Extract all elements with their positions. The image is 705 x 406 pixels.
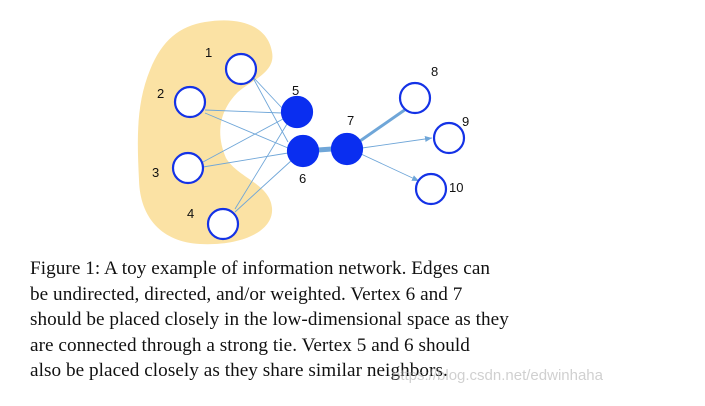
label-3: 3 bbox=[152, 165, 159, 180]
caption-line: Figure 1: A toy example of information n… bbox=[30, 258, 491, 279]
node-4 bbox=[206, 207, 240, 241]
node-2 bbox=[173, 85, 207, 119]
edge-4-6 bbox=[234, 159, 293, 213]
nodes bbox=[171, 52, 466, 241]
node-7 bbox=[330, 132, 364, 166]
edges-right bbox=[359, 107, 433, 182]
node-8 bbox=[398, 81, 432, 115]
label-4: 4 bbox=[187, 206, 194, 221]
edge-4-5 bbox=[234, 123, 288, 210]
edge-7-10 bbox=[360, 153, 420, 182]
edge-2-6 bbox=[204, 112, 289, 149]
caption-line: are connected through a strong tie. Vert… bbox=[30, 334, 470, 356]
label-9: 9 bbox=[462, 114, 469, 129]
label-1: 1 bbox=[205, 45, 212, 60]
edge-3-5 bbox=[202, 118, 284, 163]
node-3 bbox=[171, 151, 205, 185]
edge-1-6 bbox=[251, 75, 289, 143]
edges-left bbox=[202, 75, 293, 213]
caption-line: should be placed closely in the low-dime… bbox=[30, 309, 509, 330]
node-10 bbox=[414, 172, 448, 206]
label-5: 5 bbox=[292, 83, 299, 98]
label-10: 10 bbox=[449, 180, 463, 195]
edge-6-7 bbox=[317, 146, 333, 153]
caption-line: be undirected, directed, and/or weighted… bbox=[30, 283, 463, 305]
edge-2-5 bbox=[204, 109, 283, 114]
node-labels: 1 2 3 4 5 6 7 8 9 10 bbox=[152, 45, 469, 221]
label-8: 8 bbox=[431, 64, 438, 79]
watermark: https://blog.csdn.net/edwinhaha bbox=[392, 367, 603, 384]
edge-7-8 bbox=[359, 107, 407, 143]
node-6 bbox=[286, 134, 320, 168]
label-2: 2 bbox=[157, 86, 164, 101]
edge-1-5 bbox=[251, 75, 283, 109]
label-6: 6 bbox=[299, 171, 306, 186]
node-1 bbox=[224, 52, 258, 86]
network-figure: 1 2 3 4 5 6 7 8 9 10 bbox=[137, 20, 469, 245]
edge-3-6 bbox=[202, 152, 289, 168]
label-7: 7 bbox=[347, 113, 354, 128]
figure-caption: Figure 1: A toy example of information n… bbox=[30, 256, 630, 384]
edge-7-9 bbox=[361, 136, 433, 149]
node-5 bbox=[280, 95, 314, 129]
caption-line: also be placed closely as they share sim… bbox=[30, 360, 448, 381]
node-9 bbox=[432, 121, 466, 155]
